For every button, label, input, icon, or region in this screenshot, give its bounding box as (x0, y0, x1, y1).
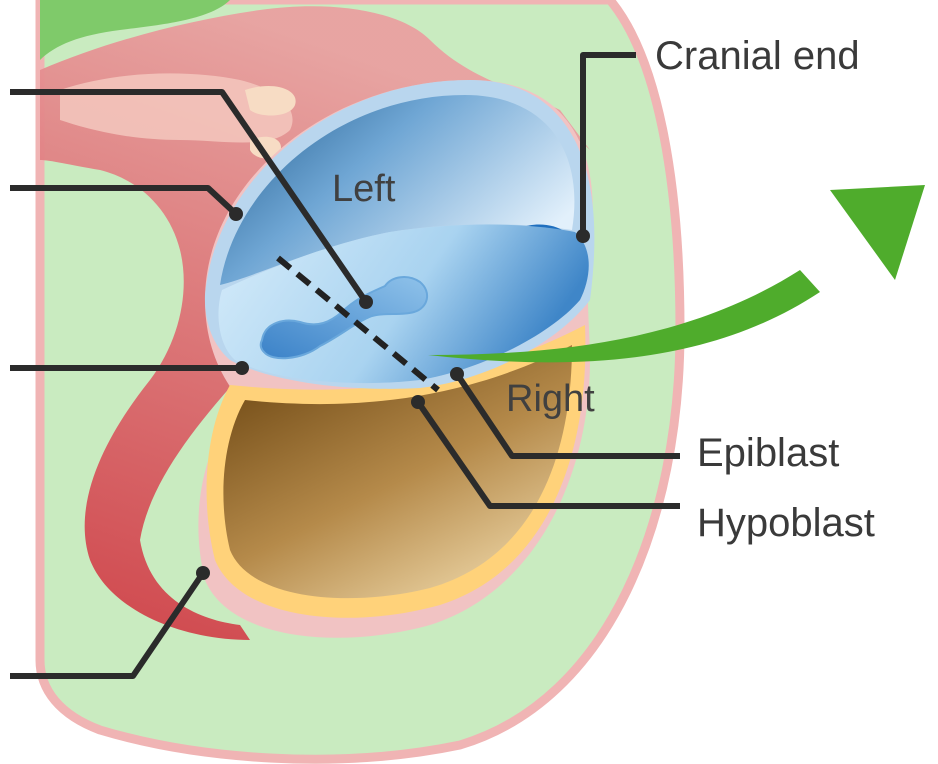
left-side-label: Left (332, 170, 395, 208)
leader-dot-cranial (576, 229, 590, 243)
leader-dot-epiblast (450, 367, 464, 381)
hypoblast-label: Hypoblast (697, 503, 875, 543)
leader-dot-1 (359, 295, 373, 309)
leader-dot-3 (235, 361, 249, 375)
cranial-end-label: Cranial end (655, 36, 860, 76)
leader-dot-4 (196, 566, 210, 580)
right-side-label: Right (506, 380, 595, 418)
epiblast-label: Epiblast (697, 433, 839, 473)
leader-dot-2 (229, 207, 243, 221)
leader-dot-hypoblast (411, 395, 425, 409)
